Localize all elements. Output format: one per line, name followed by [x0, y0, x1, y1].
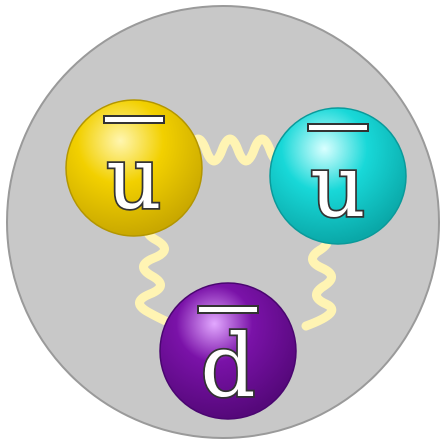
quark-label: u [310, 137, 365, 237]
quark-anti-up-right: u [270, 108, 406, 244]
quark-label: u [106, 129, 161, 229]
quark-anti-down: d [160, 283, 296, 419]
antiparticle-bar [308, 124, 368, 131]
quark-label: d [200, 317, 255, 417]
quark-anti-up-left: u [66, 100, 202, 236]
antiparticle-bar [104, 116, 164, 123]
antiparticle-bar [198, 306, 258, 313]
